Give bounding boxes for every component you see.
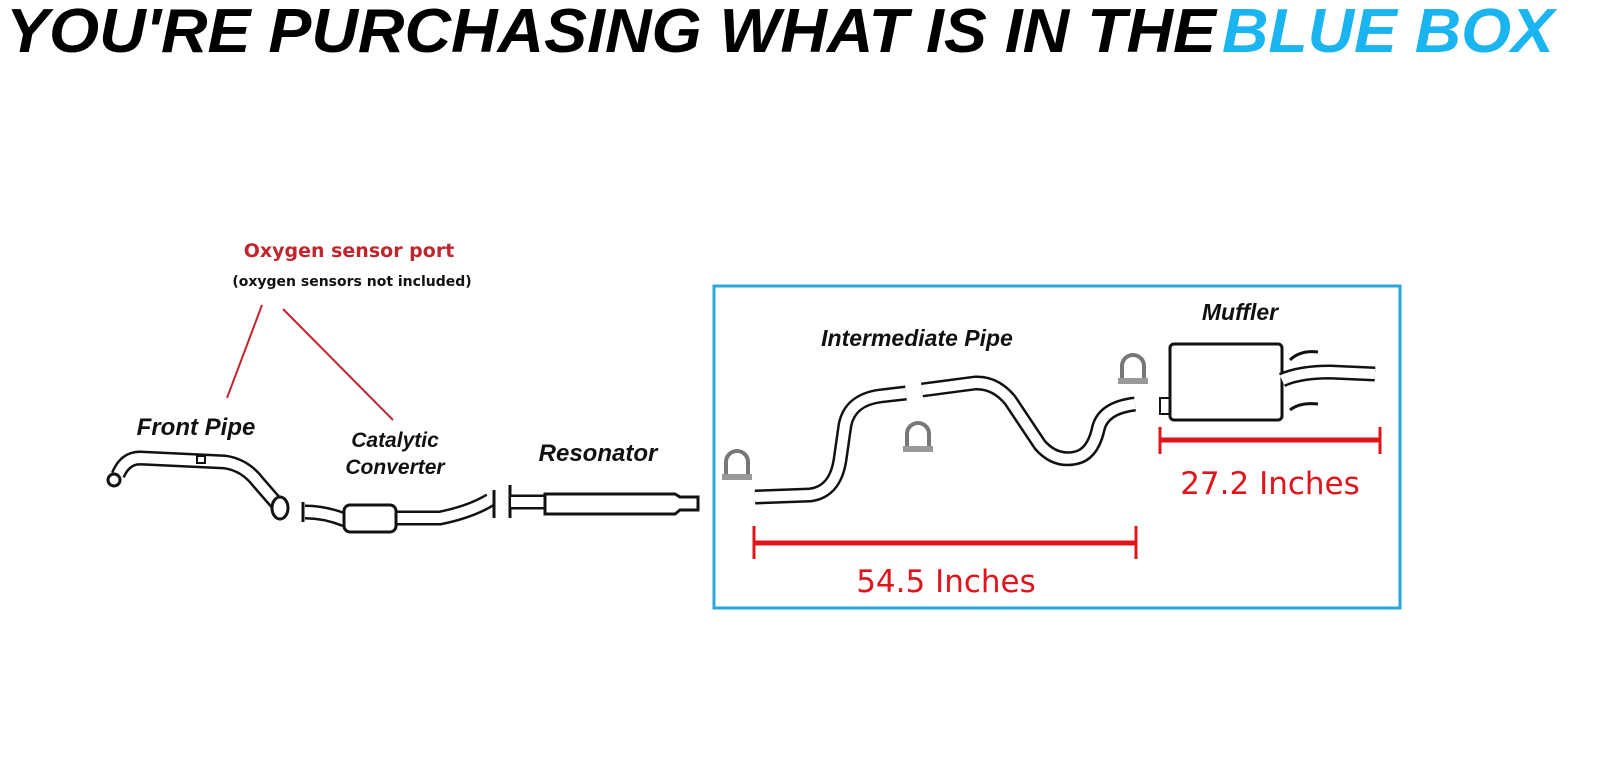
front-pipe-drawing [106,450,290,521]
dimension-27-2 [1158,427,1382,454]
clamp-icon [722,449,752,480]
clamp-icon [903,421,933,452]
clamp-icon [1118,353,1148,384]
dimension-54-5 [752,526,1138,559]
resonator-label: Resonator [539,440,659,467]
oxygen-sensor-note: (oxygen sensors not included) [232,274,471,290]
catalytic-label-1: Catalytic [351,429,439,452]
intermediate-pipe-label: Intermediate Pipe [821,325,1013,351]
front-pipe-label: Front Pipe [137,414,256,441]
resonator-drawing [508,485,700,518]
muffler-drawing [1159,342,1376,422]
intermediate-pipe-drawing [754,375,1137,505]
catalytic-converter-drawing [301,490,496,534]
title-highlight: BLUE BOX [1222,0,1558,66]
catalytic-label-2: Converter [345,456,446,479]
sensor-pointer-line [282,308,394,421]
sensor-pointer-line [226,304,263,399]
muffler-length-label: 27.2 Inches [1180,466,1360,502]
intermediate-length-label: 54.5 Inches [856,564,1036,600]
muffler-label: Muffler [1202,299,1279,325]
blue-box [712,284,1402,610]
oxygen-sensor-label: Oxygen sensor port [244,240,455,262]
title-main: YOU'RE PURCHASING WHAT IS IN THE [6,0,1218,66]
